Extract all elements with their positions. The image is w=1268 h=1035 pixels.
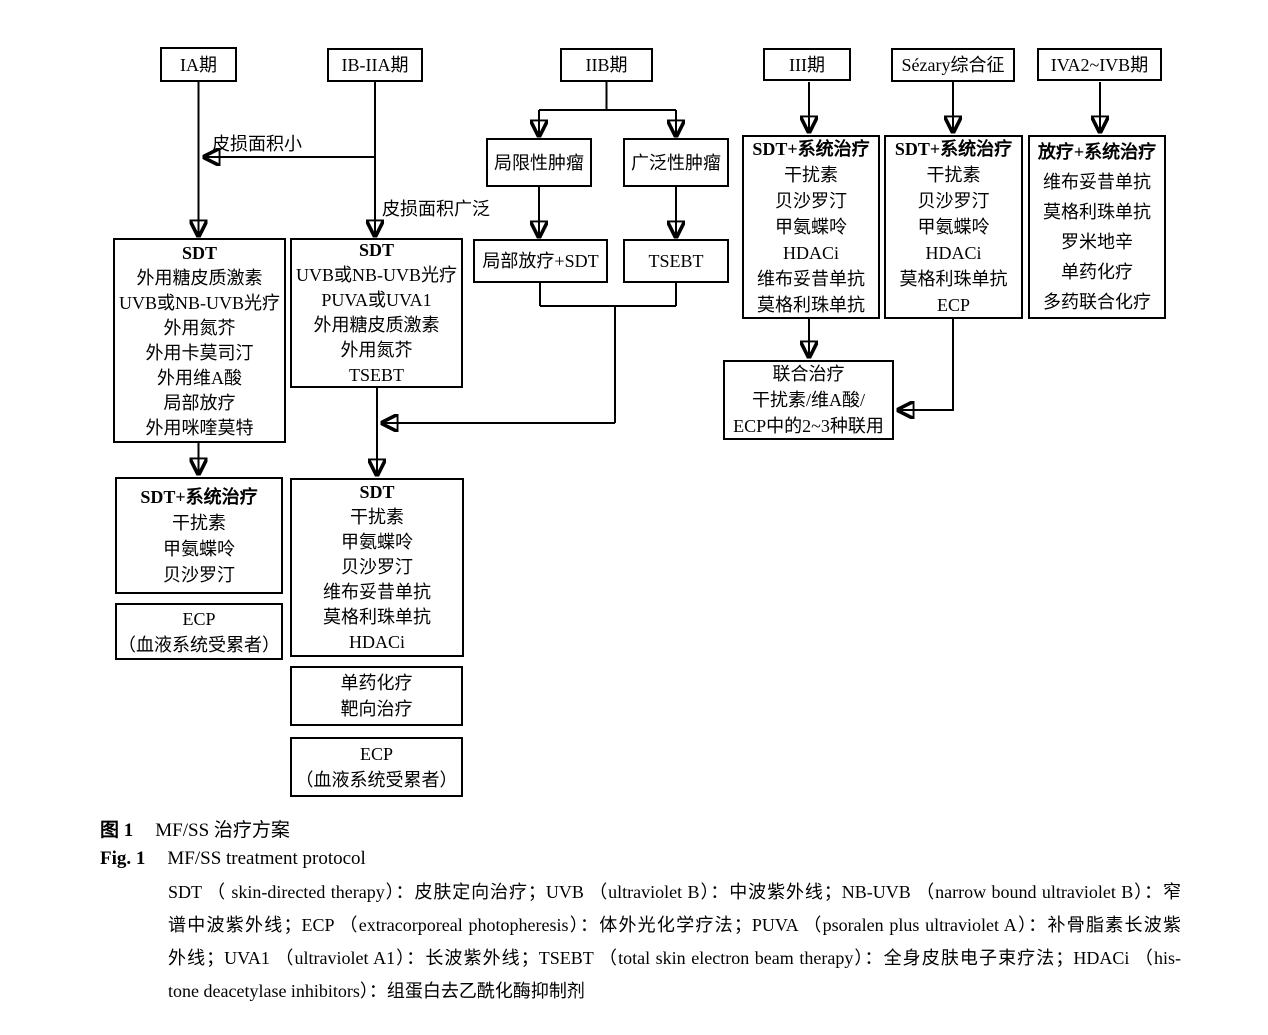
panel-ecp-lower: ECP （血液系统受累者） [290,737,463,797]
figure-number-en: Fig. 1 [100,848,146,869]
stage-label: Sézary综合征 [901,55,1005,75]
treatment-item: 甲氨蝶呤 [775,217,847,237]
node-label: 局限性肿瘤 [494,152,584,173]
ecp-line: ECP [359,744,393,764]
stage-box-iii: III期 [763,48,851,81]
treatment-item: 外用卡莫司汀 [145,342,254,363]
panel-sdt-systemic-ia: SDT+系统治疗 干扰素 甲氨蝶呤 贝沙罗汀 [115,477,283,594]
treatment-item: 莫格利珠单抗 [757,295,865,315]
footnote-line: SDT （ skin-directed therapy）：皮肤定向治疗；UVB … [168,882,1181,902]
panel-chemo-targeted: 单药化疗 靶向治疗 [290,666,463,726]
treatment-item: 外用糖皮质激素 [136,267,263,288]
panel-title: SDT [181,242,217,263]
node-local-rt-plus-sdt: 局部放疗+SDT [473,239,608,283]
panel-title: SDT [359,482,395,502]
stage-box-iva2-ivb: IVA2~IVB期 [1037,48,1162,81]
stage-box-iib: IIB期 [560,48,653,82]
treatment-item: 干扰素 [926,165,981,185]
figure-title-zh: MF/SS 治疗方案 [155,820,290,841]
treatment-item: PUVA或UVA1 [321,290,432,310]
treatment-item: TSEBT [348,365,404,385]
panel-title: 放疗+系统治疗 [1037,142,1157,162]
footnote-line: 外线；UVA1 （ultraviolet A1）：长波紫外线；TSEBT （to… [168,948,1181,968]
panel-sdt-ia: SDT 外用糖皮质激素 UVB或NB-UVB光疗 外用氮芥 外用卡莫司汀 外用维… [113,238,286,443]
treatment-item: 贝沙罗汀 [775,191,847,211]
treatment-item: ECP [936,295,970,315]
treatment-item: HDACi [348,632,405,652]
stage-box-ia: IA期 [160,47,237,82]
panel-sezary-treatment: SDT+系统治疗 干扰素 贝沙罗汀 甲氨蝶呤 HDACi 莫格利珠单抗 ECP [884,135,1023,319]
treatment-item: 外用糖皮质激素 [313,315,440,335]
treatment-item: 外用维A酸 [157,367,242,388]
ecp-line: （血液系统受累者） [295,770,458,790]
treatment-item: 外用氮芥 [340,340,413,360]
treatment-item: 单药化疗 [340,673,413,693]
node-label: 局部放疗+SDT [482,251,599,271]
panel-title: SDT+系统治疗 [752,139,870,159]
treatment-item: HDACi [925,243,982,263]
treatment-item: 莫格利珠单抗 [323,607,431,627]
panel-title: SDT [358,240,394,260]
figure-footnotes: SDT （ skin-directed therapy）：皮肤定向治疗；UVB … [168,876,1181,1008]
combined-therapy-line: 联合治疗 [772,364,845,384]
treatment-item: 甲氨蝶呤 [341,532,413,552]
node-label: 广泛性肿瘤 [631,152,721,173]
treatment-item: 罗米地辛 [1061,232,1133,252]
panel-title: SDT+系统治疗 [894,139,1013,159]
figure-title-en: MF/SS treatment protocol [167,848,366,869]
panel-combined-therapy: 联合治疗 干扰素/维A酸/ ECP中的2~3种联用 [723,360,894,440]
treatment-item: 贝沙罗汀 [917,191,990,211]
figure-caption-zh: 图 1 MF/SS 治疗方案 [100,815,290,842]
treatment-item: 干扰素 [350,507,404,527]
panel-iv-treatment: 放疗+系统治疗 维布妥昔单抗 莫格利珠单抗 罗米地辛 单药化疗 多药联合化疗 [1028,135,1166,319]
footnote-line: tone deacetylase inhibitors）：组蛋白去乙酰化酶抑制剂 [168,981,585,1001]
stage-box-ib-iia: IB-IIA期 [327,48,423,82]
node-tsebt: TSEBT [623,239,729,283]
node-localized-tumor: 局限性肿瘤 [486,138,592,187]
node-extensive-tumor: 广泛性肿瘤 [623,138,729,187]
treatment-item: 莫格利珠单抗 [899,269,1008,289]
edge-label-wide-lesion-area: 皮损面积广泛 [382,199,490,219]
treatment-item: UVB或NB-UVB光疗 [295,265,457,285]
ecp-line: ECP [182,608,216,629]
treatment-item: 贝沙罗汀 [341,557,413,577]
edge-label-small-lesion-area: 皮损面积小 [212,134,302,154]
stage-label: IVA2~IVB期 [1050,54,1149,75]
treatment-item: 维布妥昔单抗 [323,582,431,602]
treatment-item: 干扰素 [784,165,838,185]
treatment-item: 贝沙罗汀 [163,564,235,585]
stage-label: IA期 [180,54,217,75]
panel-iii-treatment: SDT+系统治疗 干扰素 贝沙罗汀 甲氨蝶呤 HDACi 维布妥昔单抗 莫格利珠… [742,135,880,319]
combined-therapy-line: ECP中的2~3种联用 [733,416,884,436]
treatment-item: 靶向治疗 [340,699,413,719]
figure-caption-en: Fig. 1 MF/SS treatment protocol [100,848,366,870]
treatment-item: 莫格利珠单抗 [1043,202,1151,222]
treatment-item: 干扰素 [172,512,226,533]
treatment-item: 局部放疗 [163,392,236,413]
treatment-item: 维布妥昔单抗 [757,269,865,289]
footnote-line: 谱中波紫外线；ECP （extracorporeal photopheresis… [168,915,1181,935]
panel-sdt-ib-iia: SDT UVB或NB-UVB光疗 PUVA或UVA1 外用糖皮质激素 外用氮芥 … [290,238,463,388]
stage-box-sezary: Sézary综合征 [891,48,1015,82]
figure-number-zh: 图 1 [100,820,134,841]
treatment-item: 单药化疗 [1061,262,1133,282]
treatment-item: 外用咪喹莫特 [145,417,254,438]
panel-title: SDT+系统治疗 [140,486,258,507]
treatment-item: 甲氨蝶呤 [917,217,990,237]
stage-label: IB-IIA期 [341,55,409,75]
stage-label: III期 [789,54,825,75]
treatment-item: UVB或NB-UVB光疗 [118,292,280,313]
panel-ecp-ia: ECP （血液系统受累者） [115,603,283,660]
treatment-item: 甲氨蝶呤 [163,538,235,559]
ecp-line: （血液系统受累者） [118,634,280,655]
treatment-item: HDACi [782,243,839,263]
treatment-item: 多药联合化疗 [1043,292,1151,312]
stage-label: IIB期 [585,55,628,75]
node-label: TSEBT [648,251,704,271]
treatment-item: 外用氮芥 [163,317,236,338]
combined-therapy-line: 干扰素/维A酸/ [751,390,865,410]
treatment-item: 维布妥昔单抗 [1043,172,1151,192]
panel-sdt-lower: SDT 干扰素 甲氨蝶呤 贝沙罗汀 维布妥昔单抗 莫格利珠单抗 HDACi [290,478,464,657]
